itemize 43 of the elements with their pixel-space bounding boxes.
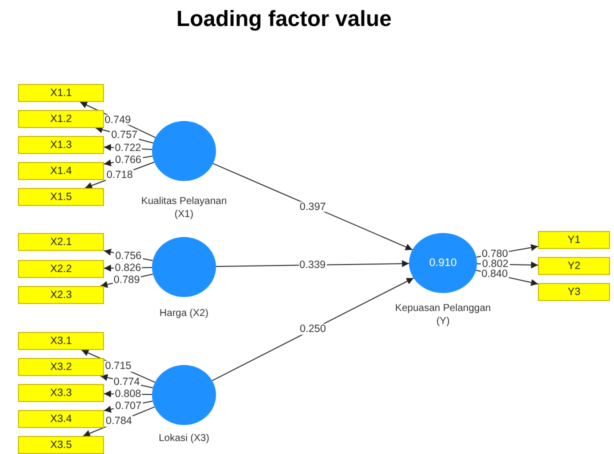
indicator-box: X3.5	[18, 436, 104, 454]
edge-label: 0.718	[106, 170, 134, 180]
edge-label: 0.766	[114, 154, 142, 166]
variable-name: Harga (X2)	[158, 308, 210, 320]
title: Loading factor value	[175, 6, 393, 32]
indicator-box: X3.4	[18, 410, 104, 428]
edge-label: 0.715	[104, 360, 132, 372]
edge-label: 0.339	[298, 260, 327, 270]
variable-name: Lokasi (X3)	[158, 433, 210, 446]
edge-label: 0.250	[298, 324, 327, 335]
indicator-box: X2.2	[18, 260, 104, 278]
edge-label: 0.707	[114, 400, 142, 412]
indicator-box: X1.1	[18, 84, 104, 102]
edge-label: 0.774	[112, 376, 141, 388]
edge-label: 0.722	[114, 143, 142, 154]
variable-name: Kepuasan Pelanggan (Y)	[394, 303, 492, 328]
edge-label: 0.749	[104, 114, 132, 125]
edge-label: 0.789	[112, 274, 141, 286]
indicator-box: X1.5	[18, 188, 104, 206]
indicator-box: X3.3	[18, 384, 104, 402]
edge-label: 0.757	[110, 130, 139, 141]
edge-label: 0.826	[114, 262, 142, 274]
indicator-box: X2.3	[18, 286, 104, 304]
arrow	[212, 278, 414, 382]
arrow	[212, 163, 413, 250]
indicator-box: Y3	[538, 283, 610, 301]
latent-variable-circle: 0.910	[409, 233, 477, 293]
variable-name: Kualitas Pelayanan (X1)	[140, 196, 228, 221]
indicator-box: X1.4	[18, 162, 104, 180]
edge-label: 0.802	[481, 258, 510, 270]
indicator-box: Y2	[538, 257, 610, 275]
indicator-box: X2.1	[18, 233, 104, 251]
edge-label: 0.808	[114, 388, 142, 400]
indicator-box: X3.2	[18, 358, 104, 376]
indicator-box: Y1	[538, 231, 610, 249]
indicator-box: X1.2	[18, 110, 104, 128]
edge-label: 0.780	[480, 248, 509, 260]
edge-label: 0.840	[480, 269, 509, 280]
edge-label: 0.756	[114, 250, 142, 261]
indicator-box: X1.3	[18, 136, 104, 154]
indicator-box: X3.1	[18, 332, 104, 350]
edge-label: 0.784	[104, 416, 134, 427]
edge-label: 0.397	[298, 201, 327, 212]
